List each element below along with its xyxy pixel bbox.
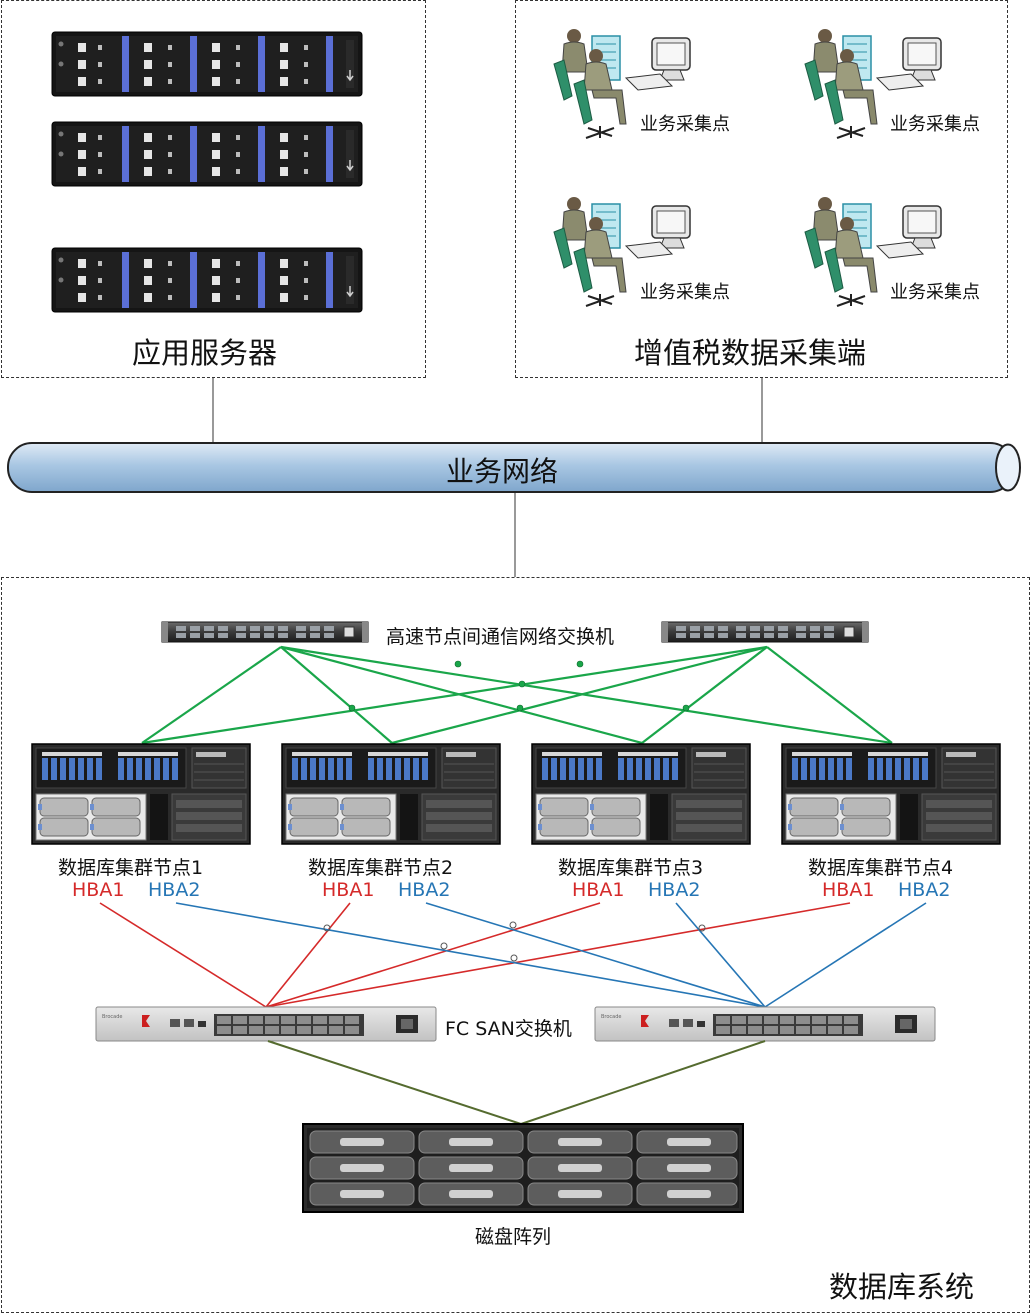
link-crossing-dots <box>348 660 690 712</box>
hba1-label-node4: HBA1 <box>822 879 875 901</box>
interconnect-switch-1 <box>161 621 369 643</box>
collector-label-3: 业务采集点 <box>640 282 730 303</box>
db-node-label-1: 数据库集群节点1 <box>58 857 204 879</box>
collector-label-2: 业务采集点 <box>890 114 980 135</box>
collector-label-4: 业务采集点 <box>890 282 980 303</box>
collector-label-1: 业务采集点 <box>640 114 730 135</box>
db-node-label-4: 数据库集群节点4 <box>808 857 954 879</box>
db-node-label-2: 数据库集群节点2 <box>308 857 454 879</box>
interconnect-switch-label: 高速节点间通信网络交换机 <box>386 626 615 648</box>
hba1-label-node2: HBA1 <box>322 879 375 901</box>
db-system-box <box>1 577 1030 1313</box>
hba2-label-node4: HBA2 <box>898 879 951 901</box>
hba1-label-node1: HBA1 <box>72 879 125 901</box>
hba2-label-node2: HBA2 <box>398 879 451 901</box>
hba2-label-node3: HBA2 <box>648 879 701 901</box>
db-node-4 <box>781 743 1001 845</box>
hba1-label-node3: HBA1 <box>572 879 625 901</box>
app-server-title: 应用服务器 <box>132 336 278 370</box>
hba1-links <box>99 902 851 1008</box>
hba-crossing-dots <box>323 921 706 962</box>
business-network-bar <box>7 442 1021 493</box>
network-label: 业务网络 <box>446 455 559 488</box>
hba2-links <box>175 902 927 1008</box>
app-server-2 <box>51 121 363 187</box>
db-node-1 <box>31 743 251 845</box>
db-node-3 <box>531 743 751 845</box>
app-server-box <box>1 0 426 378</box>
disk-array <box>302 1123 744 1213</box>
disk-array-label: 磁盘阵列 <box>475 1226 552 1248</box>
hba2-label-node1: HBA2 <box>148 879 201 901</box>
collector-box <box>515 0 1008 378</box>
db-system-title: 数据库系统 <box>829 1270 975 1304</box>
db-node-label-3: 数据库集群节点3 <box>558 857 704 879</box>
db-node-2 <box>281 743 501 845</box>
fc-san-switch-label: FC SAN交换机 <box>445 1018 572 1040</box>
collector-title: 增值税数据采集端 <box>634 336 867 370</box>
interconnect-switch-2 <box>661 621 869 643</box>
fc-san-switch-2 <box>594 1006 936 1042</box>
fc-san-switch-1 <box>95 1006 437 1042</box>
app-server-1 <box>51 31 363 97</box>
storage-links <box>267 1040 766 1125</box>
interconnect-links <box>141 645 893 745</box>
app-server-3 <box>51 247 363 313</box>
